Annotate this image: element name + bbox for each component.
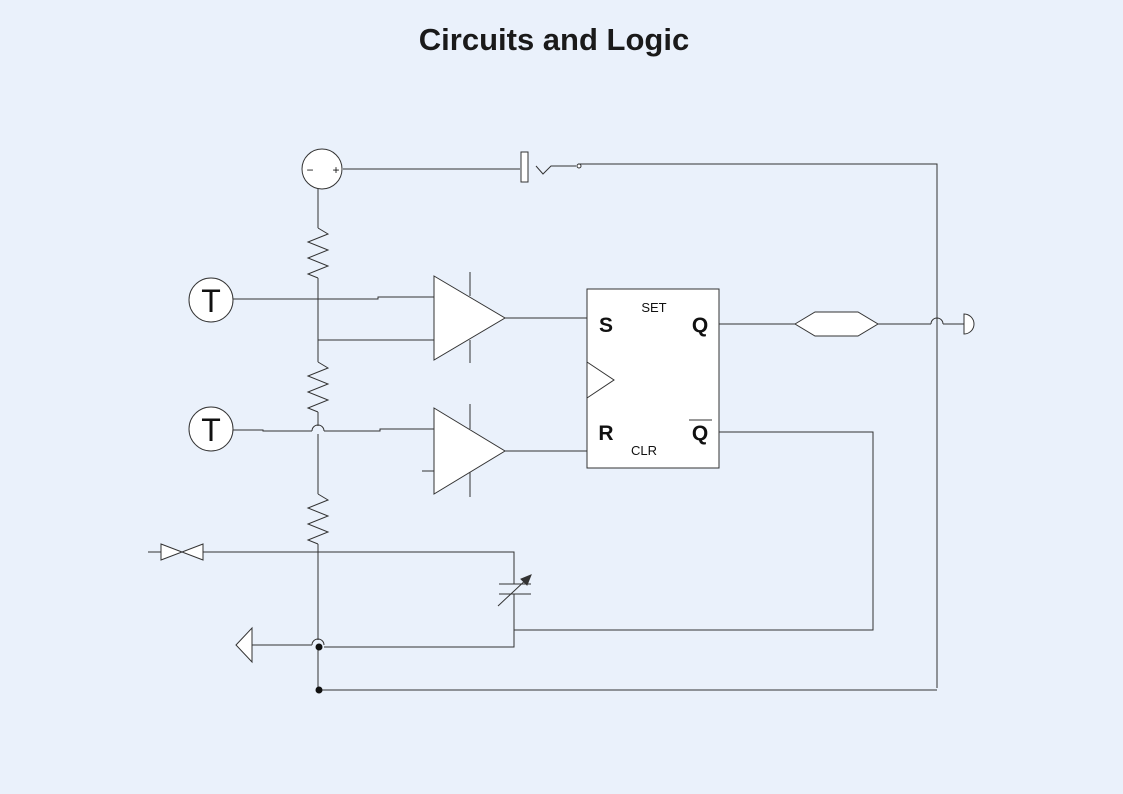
source-plus-label: + xyxy=(332,163,339,177)
source-minus-label: − xyxy=(306,163,313,177)
resistor-1 xyxy=(306,227,330,279)
comparator-1 xyxy=(433,272,506,363)
flipflop-clr-label: CLR xyxy=(631,443,657,458)
dc-source: − + xyxy=(301,148,343,190)
source-circle xyxy=(301,148,343,190)
junctions xyxy=(315,643,323,694)
sr-flipflop: SET CLR S R Q Q xyxy=(586,288,720,469)
junction-dot xyxy=(315,643,323,651)
junction-dot xyxy=(315,686,323,694)
comparator-2 xyxy=(422,404,506,497)
flipflop-r-label: R xyxy=(598,422,613,445)
valve xyxy=(148,543,215,561)
switch-plate xyxy=(520,151,529,183)
thermistor-1-label: T xyxy=(201,283,221,319)
thermistor-2: T xyxy=(188,406,234,452)
resistor-3 xyxy=(306,493,330,545)
thermistor-1: T xyxy=(188,277,234,323)
flipflop-body xyxy=(586,288,720,469)
wires xyxy=(215,163,964,691)
flipflop-q-label: Q xyxy=(692,314,708,337)
switch-contact xyxy=(535,165,576,175)
output-buffer xyxy=(794,311,879,337)
flipflop-qbar-label: Q xyxy=(692,422,708,445)
flipflop-s-label: S xyxy=(599,314,613,337)
resistor-2 xyxy=(306,361,330,413)
output-terminal xyxy=(963,313,975,335)
switch xyxy=(520,151,582,183)
thermistor-2-label: T xyxy=(201,412,221,448)
variable-capacitor xyxy=(497,574,532,607)
switch-terminal xyxy=(576,163,582,169)
ground-symbol xyxy=(235,626,253,664)
clock-indicator xyxy=(586,361,615,399)
page-title: Circuits and Logic xyxy=(418,22,690,57)
flipflop-set-label: SET xyxy=(641,300,666,315)
